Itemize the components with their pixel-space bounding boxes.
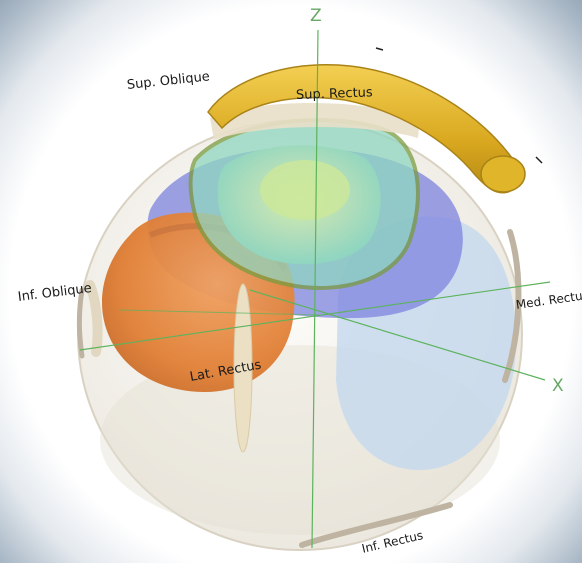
marker-right: [535, 156, 543, 164]
inf-rectus-muscle: [299, 502, 453, 548]
sup-rectus-muscle: [210, 103, 420, 140]
x-axis-line: [79, 281, 551, 351]
left-rim-arc: [76, 287, 85, 359]
y-axis-line: [249, 289, 546, 381]
aux-line: [119, 309, 321, 316]
marker-top: [375, 47, 384, 51]
z-axis-label: Z: [310, 6, 322, 26]
label-sup-rectus: Sup. Rectus: [295, 85, 373, 103]
inf-oblique-muscle: [85, 280, 103, 357]
lens-core: [260, 160, 350, 220]
z-axis-line: [311, 29, 319, 549]
sup-oblique-tip: [480, 155, 526, 193]
med-rectus-muscle: [502, 229, 522, 383]
x-axis-label: X: [552, 376, 564, 396]
